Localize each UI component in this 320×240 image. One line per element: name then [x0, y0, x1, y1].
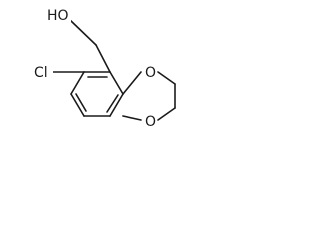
ring-bond-c3-c4	[109, 93, 124, 117]
chlorine-label: Cl	[34, 65, 48, 81]
hydroxyl-label: HO	[47, 8, 69, 24]
bond-ring-to-o-upper	[122, 71, 142, 95]
bond-ch2-to-o-lower	[157, 107, 176, 121]
oxygen-lower-label-bg	[143, 112, 157, 130]
substituent-bonds	[51, 19, 176, 121]
bond-ring-to-ch2	[95, 44, 111, 73]
ring-bond-c5-c6	[70, 93, 85, 117]
molecule-structure: HO Cl O O	[33, 6, 176, 130]
hydroxyl-label-bg	[45, 6, 71, 24]
chlorine-label-bg	[33, 62, 53, 80]
benzene-ring	[70, 71, 124, 117]
ring-bond-c2-c3	[109, 71, 124, 95]
ring-bond-c6-c1	[70, 71, 85, 95]
oxygen-upper-label: O	[145, 65, 156, 81]
bond-ring-to-o-lower	[122, 115, 142, 121]
structure-canvas: HO Cl O O	[0, 0, 191, 158]
atom-labels: HO Cl O O	[33, 6, 157, 130]
ring-double-bond-c5-c6	[75, 93, 87, 112]
oxygen-lower-label: O	[145, 114, 156, 130]
ring-double-bond-c3-c4	[106, 94, 119, 113]
bond-o-upper-to-ch2	[157, 71, 176, 85]
bond-ch2-to-oh	[69, 19, 97, 46]
oxygen-upper-label-bg	[143, 63, 157, 81]
